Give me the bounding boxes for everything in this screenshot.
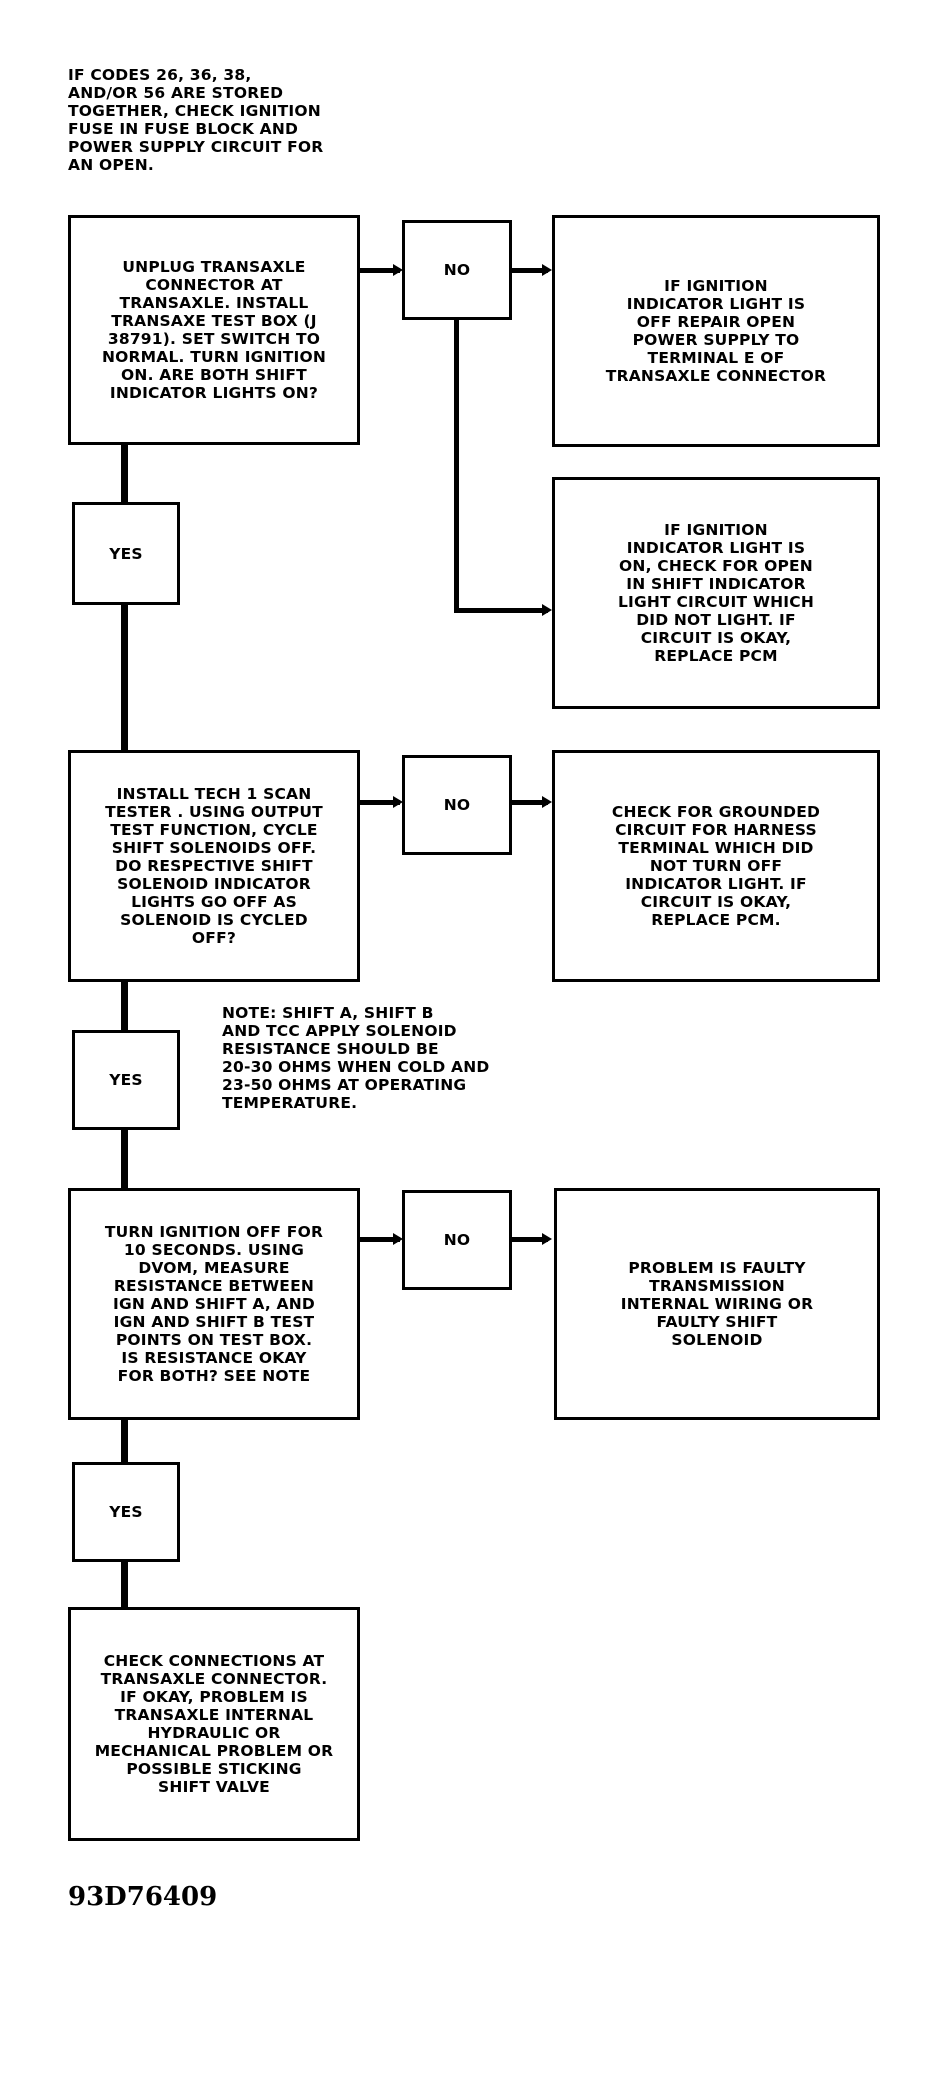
no-label-3: NO [443,1231,471,1249]
result-1a-text: IF IGNITION INDICATOR LIGHT IS OFF REPAI… [605,277,827,385]
result-1b-text: IF IGNITION INDICATOR LIGHT IS ON, CHECK… [617,521,815,665]
connector-no1-result1b [454,608,548,613]
figure-id: 93D76409 [68,1882,218,1912]
connector-step2-yes [121,982,128,1030]
arrow-result1a [542,264,552,276]
connector-step1-no [360,268,400,273]
step-1-box: UNPLUG TRANSAXLE CONNECTOR AT TRANSAXLE.… [68,215,360,445]
result-1a-box: IF IGNITION INDICATOR LIGHT IS OFF REPAI… [552,215,880,447]
yes-box-3: YES [72,1462,180,1562]
connector-step3-yes [121,1420,128,1462]
arrow-result2 [542,796,552,808]
yes-label-1: YES [109,544,143,563]
result-1b-box: IF IGNITION INDICATOR LIGHT IS ON, CHECK… [552,477,880,709]
result-3-box: PROBLEM IS FAULTY TRANSMISSION INTERNAL … [554,1188,880,1420]
result-2-text: CHECK FOR GROUNDED CIRCUIT FOR HARNESS T… [611,803,821,929]
connector-no2-result2 [512,800,548,805]
step-2-text: INSTALL TECH 1 SCAN TESTER . USING OUTPU… [105,785,323,947]
step-1-text: UNPLUG TRANSAXLE CONNECTOR AT TRANSAXLE.… [101,258,327,402]
connector-no1-down [454,320,459,613]
result-2-box: CHECK FOR GROUNDED CIRCUIT FOR HARNESS T… [552,750,880,982]
no-box-2: NO [402,755,512,855]
result-3-text: PROBLEM IS FAULTY TRANSMISSION INTERNAL … [620,1259,814,1349]
no-box-3: NO [402,1190,512,1290]
arrow-step3-no [393,1233,403,1245]
no-label-2: NO [443,796,471,814]
arrow-step2-no [393,796,403,808]
arrow-step1-no [393,264,403,276]
step-3-text: TURN IGNITION OFF FOR 10 SECONDS. USING … [104,1223,324,1385]
connector-step2-no [360,800,400,805]
step-4-box: CHECK CONNECTIONS AT TRANSAXLE CONNECTOR… [68,1607,360,1841]
step-3-box: TURN IGNITION OFF FOR 10 SECONDS. USING … [68,1188,360,1420]
yes-label-3: YES [109,1503,143,1521]
no-label-1: NO [443,261,471,279]
step-4-text: CHECK CONNECTIONS AT TRANSAXLE CONNECTOR… [94,1652,334,1796]
connector-step1-yes [121,445,128,502]
yes-label-2: YES [109,1071,143,1089]
yes-box-1: YES [72,502,180,605]
connector-step3-no [360,1237,400,1242]
no-box-1: NO [402,220,512,320]
connector-no1-result1a [512,268,548,273]
connector-yes1-step2 [121,605,128,750]
connector-no3-result3 [512,1237,548,1242]
connector-yes3-step4 [121,1562,128,1607]
yes-box-2: YES [72,1030,180,1130]
arrow-result1b [542,604,552,616]
intro-note: IF CODES 26, 36, 38, AND/OR 56 ARE STORE… [68,66,324,174]
resistance-note: NOTE: SHIFT A, SHIFT B AND TCC APPLY SOL… [222,1004,490,1112]
arrow-result3 [542,1233,552,1245]
step-2-box: INSTALL TECH 1 SCAN TESTER . USING OUTPU… [68,750,360,982]
connector-yes2-step3 [121,1130,128,1188]
